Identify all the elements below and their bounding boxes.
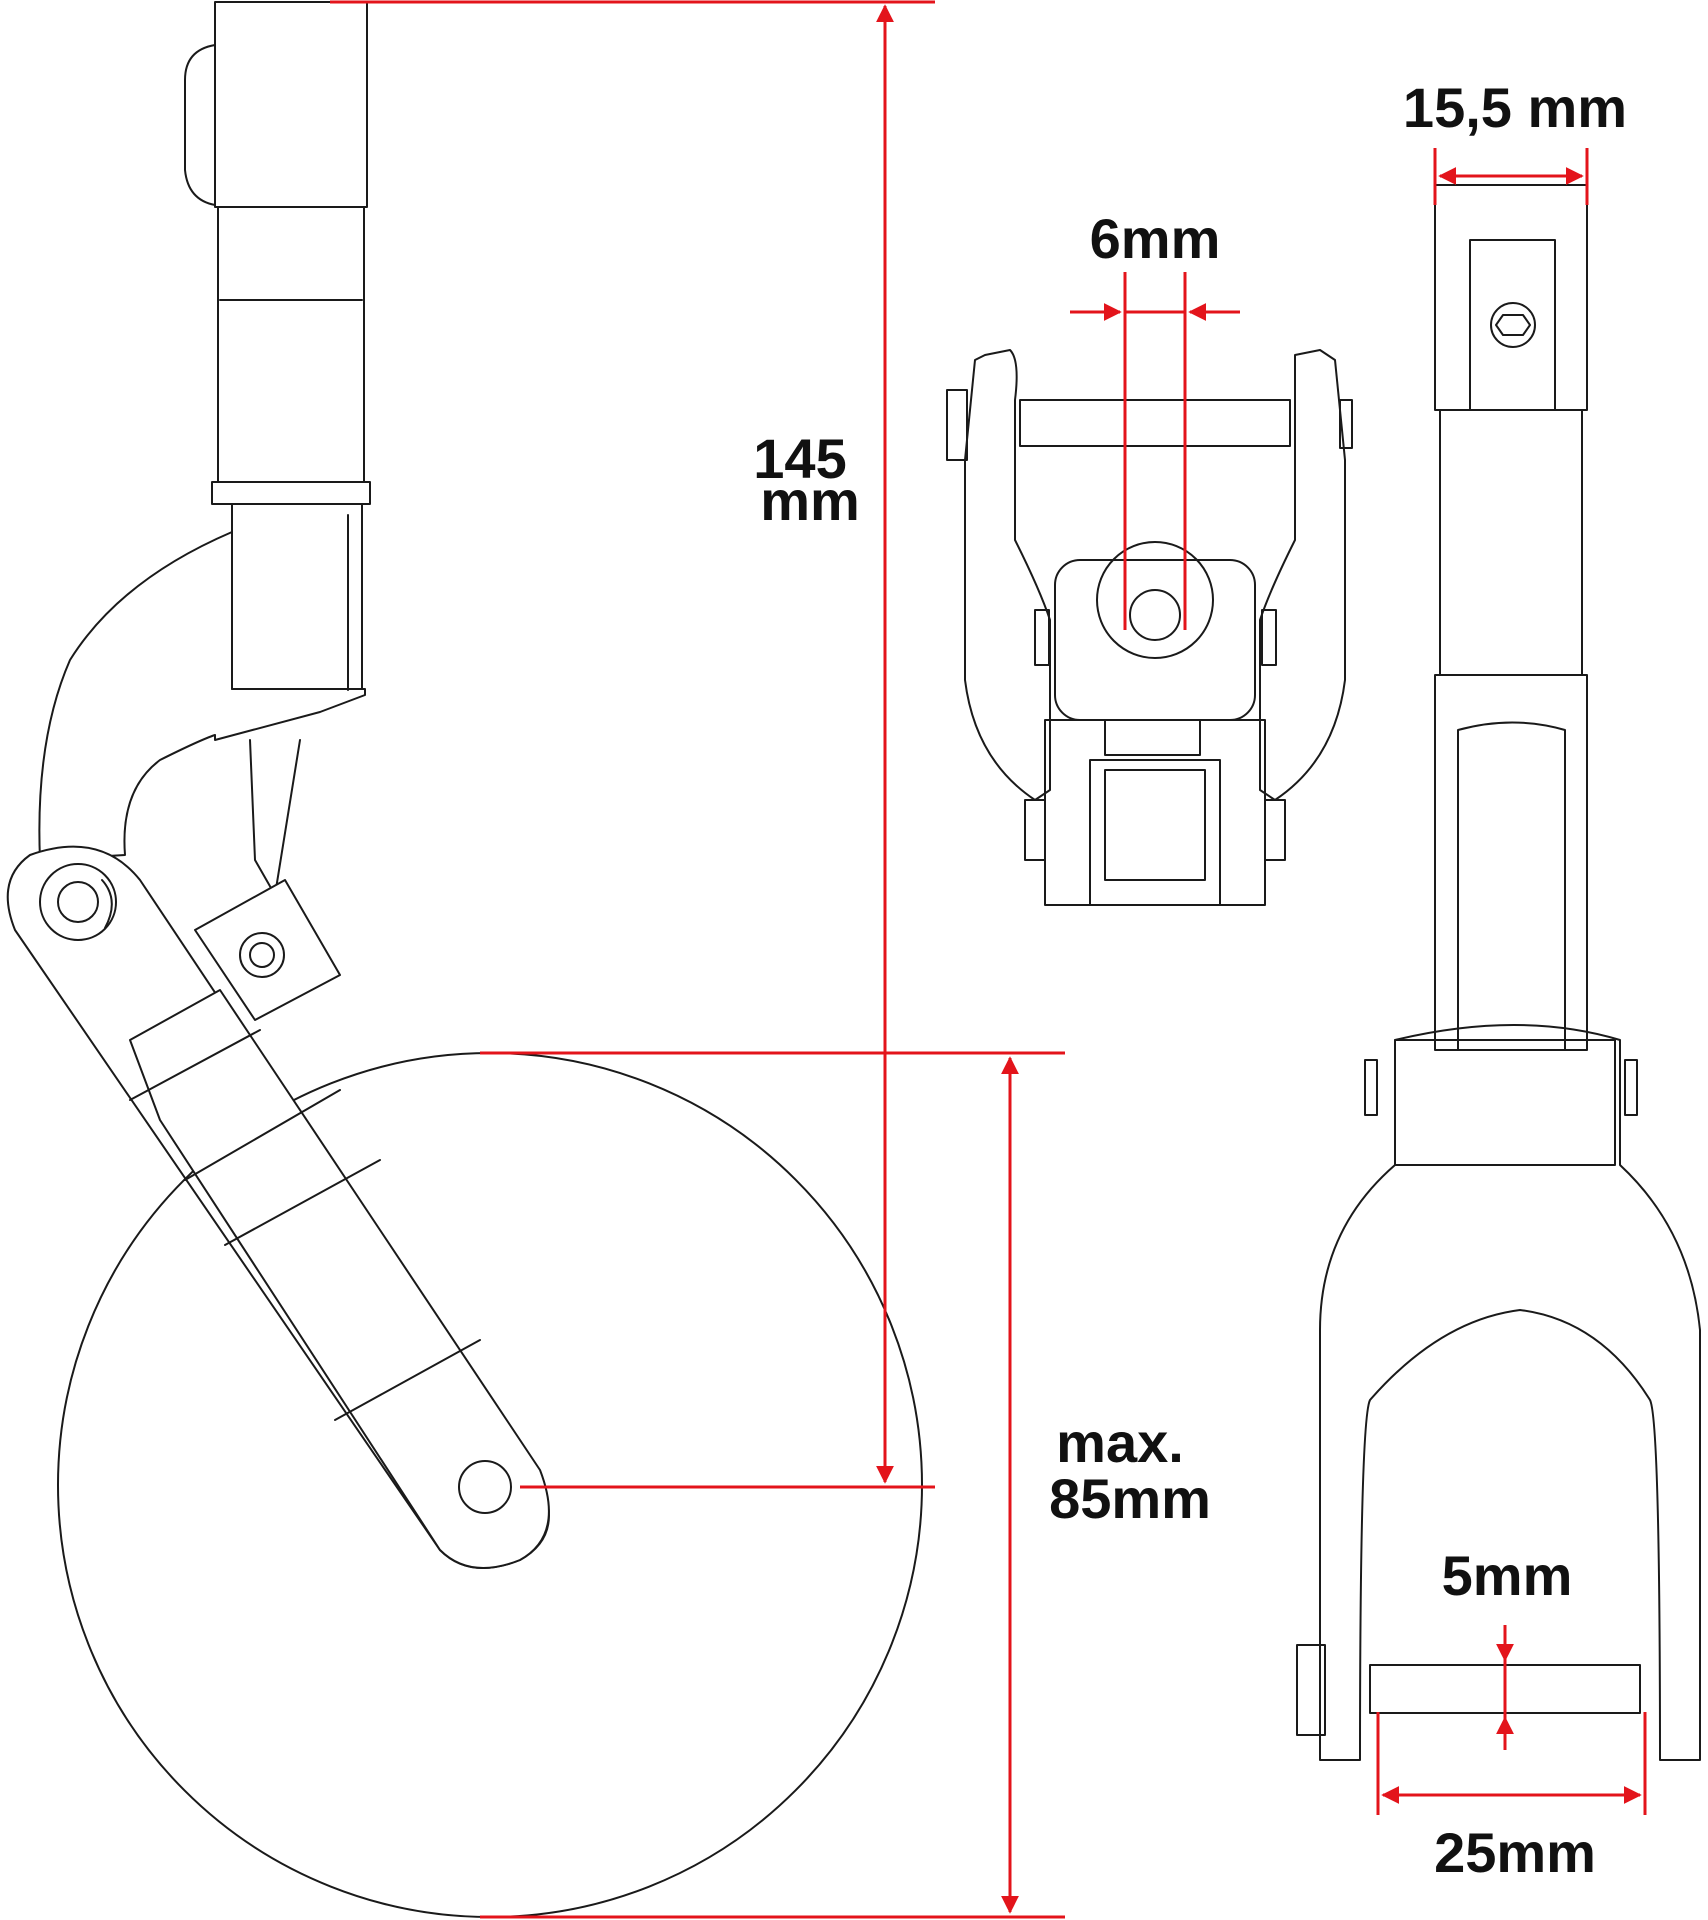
pin-block <box>194 879 341 1021</box>
hex-socket-icon <box>1495 314 1531 336</box>
clamp-sleeve <box>214 1 368 208</box>
label-15-5mm: 15,5 mm <box>1403 76 1627 139</box>
rear-fork <box>1319 1024 1701 1761</box>
label-6mm: 6mm <box>1090 207 1221 270</box>
label-25mm: 25mm <box>1434 1821 1596 1884</box>
lower-block <box>1044 719 1266 906</box>
label-145-unit: mm <box>760 469 860 532</box>
dimension-lines <box>330 0 1647 1919</box>
curved-bracket <box>38 531 366 861</box>
label-max: max. <box>1056 1411 1184 1474</box>
collar <box>211 481 371 505</box>
swing-arm-front <box>129 989 550 1569</box>
hub-ring <box>1096 541 1214 659</box>
rear-clamp <box>1434 184 1588 411</box>
rear-tube <box>1439 409 1583 676</box>
wheel-axle <box>458 1460 512 1514</box>
label-85mm: 85mm <box>1049 1467 1211 1530</box>
label-5mm: 5mm <box>1442 1544 1573 1607</box>
side-view <box>6 1 923 1918</box>
dimension-labels: 145 mm max. 85mm 6mm 15,5 mm 5mm 25mm <box>753 76 1627 1884</box>
tube <box>217 206 365 483</box>
fork-leg-left <box>964 349 1051 801</box>
clamp-cap <box>184 44 216 206</box>
block-pin <box>239 932 285 978</box>
swivel-block <box>231 503 363 690</box>
brace <box>249 739 301 896</box>
pivot-pin <box>39 863 117 941</box>
label-145: 145 <box>753 427 846 490</box>
front-view <box>946 349 1353 906</box>
fork-leg-right <box>1259 349 1346 801</box>
axle-nut <box>1296 1644 1326 1736</box>
rear-view <box>1296 184 1701 1761</box>
top-bolt <box>1019 399 1291 447</box>
hub-hole <box>1129 589 1181 641</box>
set-screw <box>1490 302 1536 348</box>
